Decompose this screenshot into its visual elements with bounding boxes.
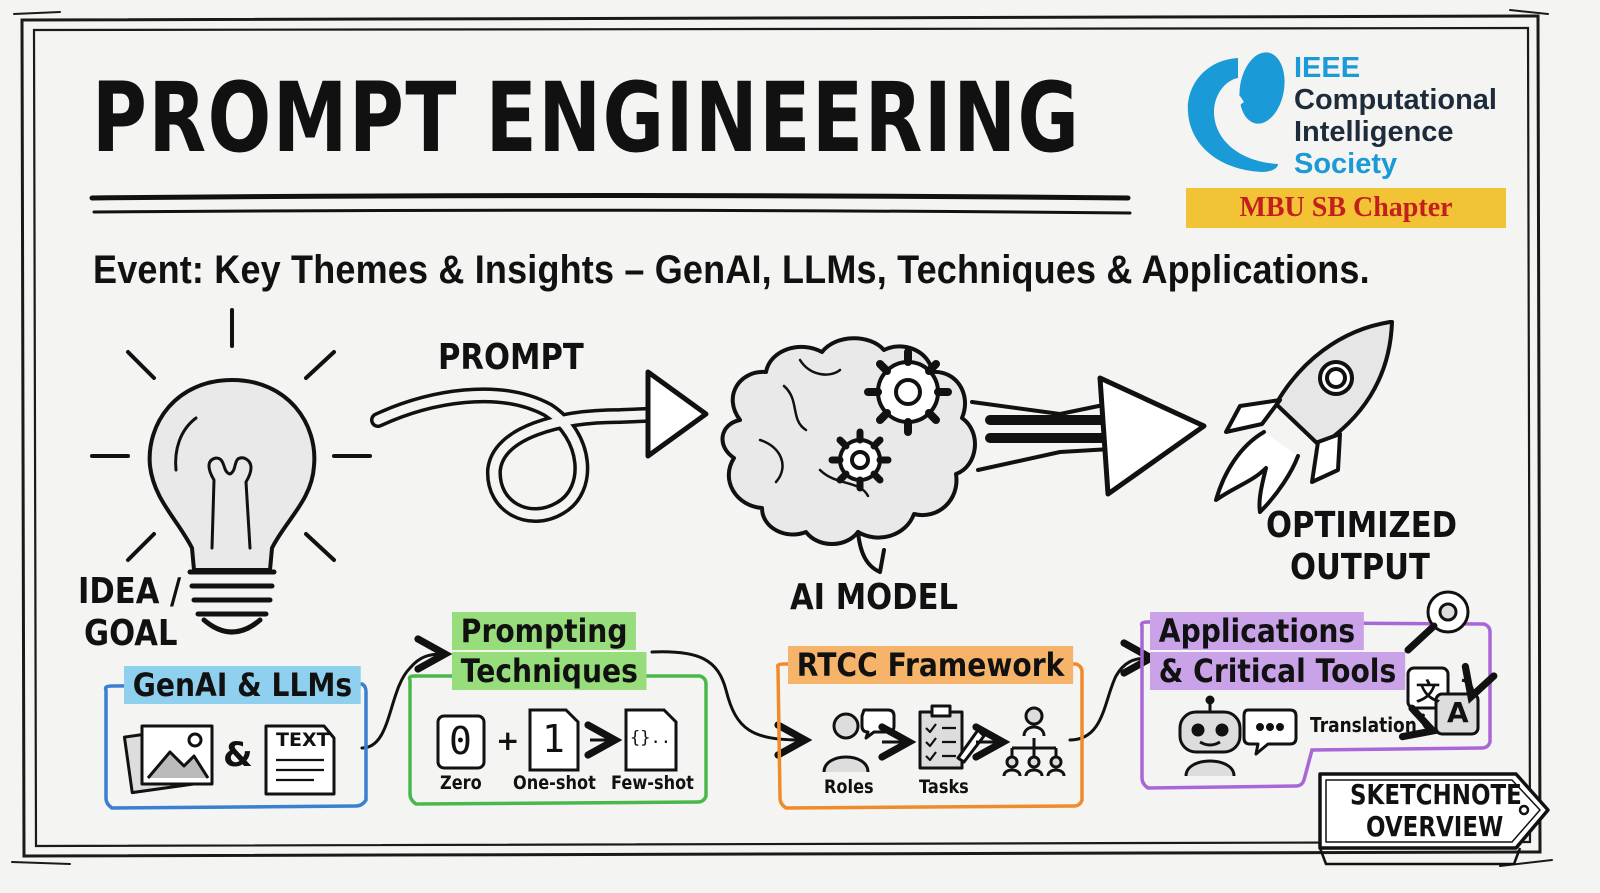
ampersand: & <box>223 735 253 775</box>
goal-label: GOAL <box>84 613 178 654</box>
magnifier-gear-icon <box>1404 590 1470 654</box>
logo-line-ieee: IEEE <box>1294 52 1361 84</box>
section-connectors <box>360 635 1159 759</box>
few-box-glyph: {}... <box>630 728 682 748</box>
image-stack-icon <box>122 724 214 795</box>
arrow-right-icon <box>970 375 1207 497</box>
lightbulb-icon <box>90 308 372 635</box>
page-subtitle: Event: Key Themes & Insights – GenAI, LL… <box>93 248 1370 292</box>
page-title: PROMPT ENGINEERING <box>92 62 1081 174</box>
ieee-cis-logo-mark <box>1187 52 1285 172</box>
outer-frame <box>11 9 1553 867</box>
genai-box <box>103 682 368 810</box>
text-doc-label: TEXT <box>276 729 330 751</box>
prompt-loop-arrow <box>370 369 709 523</box>
logo-line-computational: Computational <box>1294 84 1497 116</box>
ai-model-label: AI MODEL <box>790 577 958 618</box>
one-shot-box <box>528 708 580 772</box>
prompting-section-title-line1: Prompting <box>452 612 637 650</box>
optimized-label: OPTIMIZED <box>1266 505 1458 546</box>
apps-box <box>1139 620 1492 790</box>
apps-section-title-line2: & Critical Tools <box>1150 652 1406 690</box>
clipboard-checklist-icon <box>918 704 986 770</box>
output-label: OUTPUT <box>1290 547 1430 588</box>
one-shot-label: One-shot <box>513 772 596 794</box>
zero-shot-label: Zero <box>440 772 482 794</box>
robot-icon <box>1178 695 1242 777</box>
rtcc-section-title: RTCC Framework <box>788 646 1074 684</box>
chapter-badge: MBU SB Chapter <box>1186 188 1506 228</box>
logo-line-society: Society <box>1294 148 1398 180</box>
title-underline <box>89 193 1132 215</box>
genai-section-title: GenAI & LLMs <box>124 666 361 704</box>
plus-sign: + <box>496 724 520 757</box>
logo-line-intelligence: Intelligence <box>1294 116 1454 148</box>
sketchnote-tag-line1: SKETCHNOTE <box>1350 778 1522 811</box>
prompting-section-title-line2: Techniques <box>452 652 647 690</box>
text-document-icon <box>264 724 336 796</box>
one-box-digit: 1 <box>542 717 565 761</box>
brain-gears-icon <box>720 336 977 574</box>
prompt-label: PROMPT <box>438 337 584 378</box>
zero-box-digit: 0 <box>449 719 472 763</box>
few-shot-box <box>624 708 678 772</box>
org-chart-icon <box>1002 706 1066 777</box>
idea-label: IDEA / <box>78 571 182 612</box>
rtcc-box <box>775 662 1084 810</box>
roles-label: Roles <box>824 776 874 798</box>
chat-bubble-icon <box>1242 708 1298 756</box>
translate-target-glyph: A <box>1447 696 1469 729</box>
translate-icon <box>1398 662 1498 741</box>
zero-shot-box <box>436 714 486 770</box>
apps-section-title-line1: Applications <box>1150 612 1364 650</box>
sketchnote-tag <box>1318 772 1550 866</box>
sketchnote-tag-line2: OVERVIEW <box>1366 810 1504 843</box>
few-shot-label: Few-shot <box>611 772 694 794</box>
rocket-icon <box>1214 320 1394 514</box>
prompting-box <box>407 674 708 806</box>
tasks-label: Tasks <box>919 776 969 798</box>
translation-label: Translation <box>1310 713 1417 737</box>
translate-source-glyph: 文 <box>1416 678 1440 706</box>
